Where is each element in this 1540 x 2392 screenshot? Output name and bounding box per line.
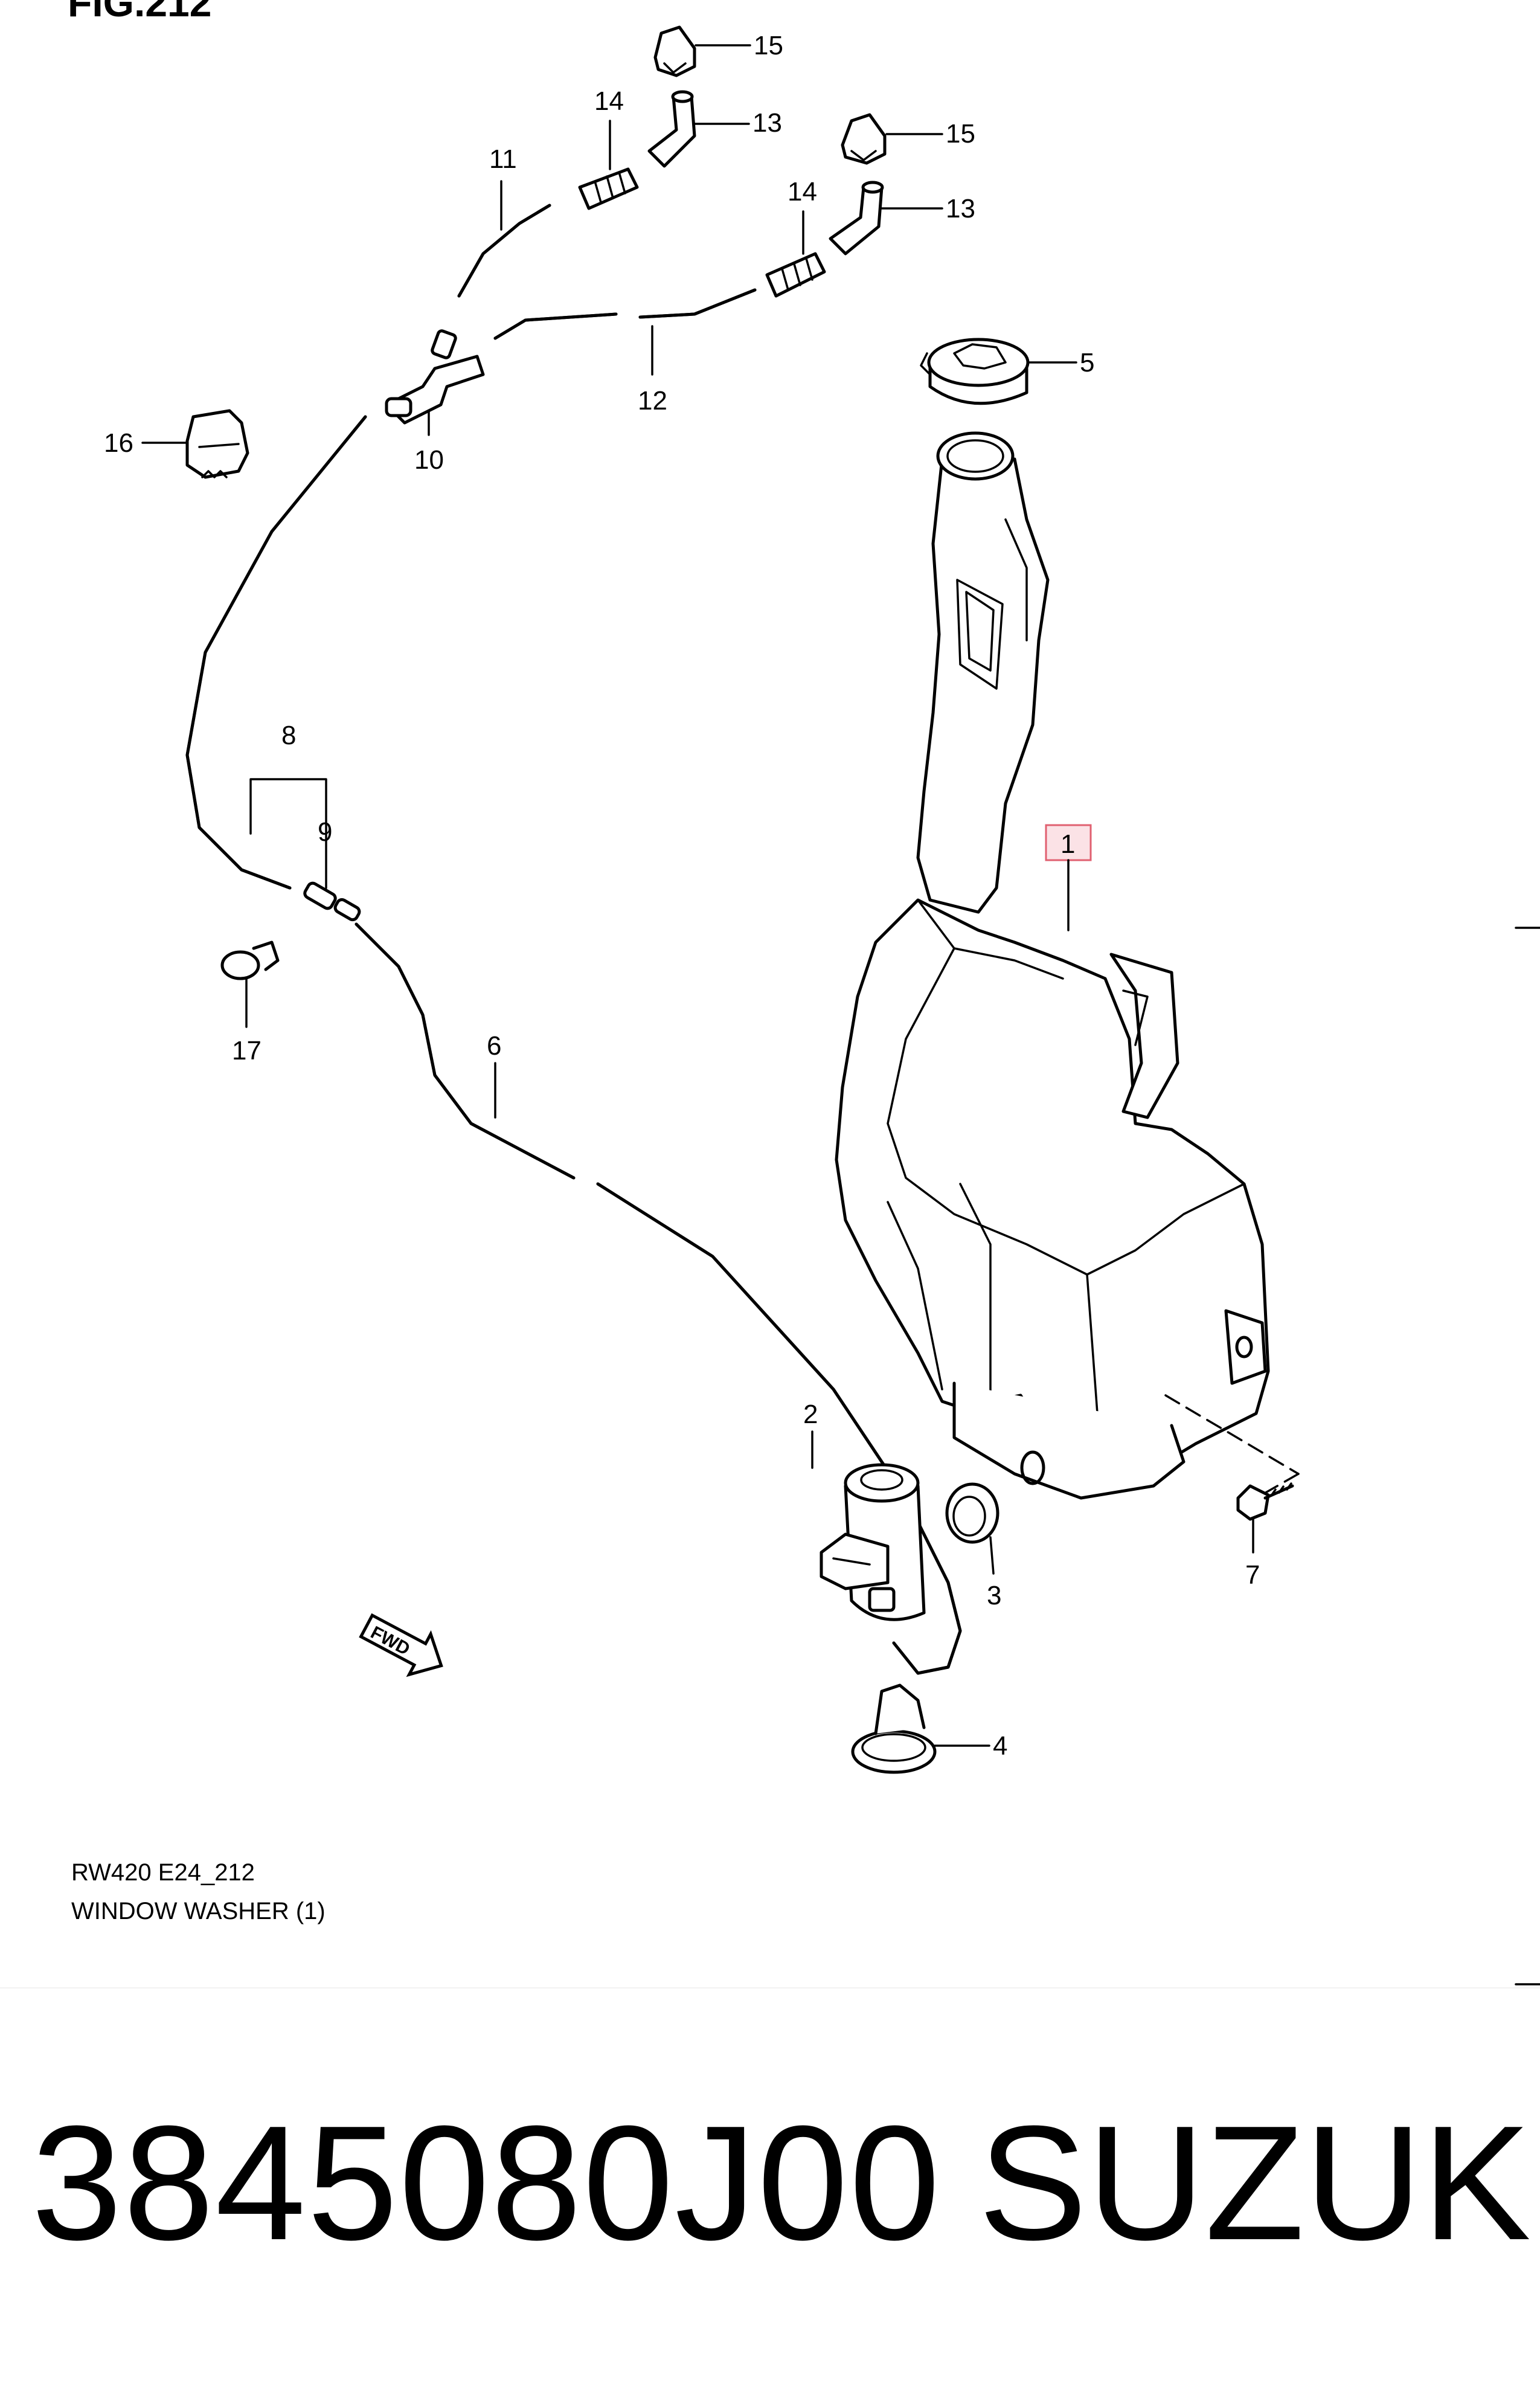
diagram-caption: WINDOW WASHER (1) xyxy=(71,1898,326,1924)
callout-12: 12 xyxy=(638,386,667,416)
nozzle-15-left[interactable] xyxy=(653,25,696,77)
pump-grommet[interactable] xyxy=(945,1482,999,1544)
callout-10: 10 xyxy=(414,445,444,475)
washer-parts-diagram: 1 5 11 12 6 8 9 10 xyxy=(104,25,1540,1985)
hose-6[interactable] xyxy=(355,922,576,1180)
callout-17: 17 xyxy=(232,1036,261,1066)
callout-14b: 14 xyxy=(788,177,817,207)
brand-name: SUZUKI xyxy=(978,2092,1540,2274)
callout-5: 5 xyxy=(1080,348,1094,378)
connector-9[interactable] xyxy=(303,881,361,922)
washer-pump[interactable] xyxy=(820,1463,926,1621)
connector-14-right[interactable] xyxy=(765,252,826,298)
callout-11: 11 xyxy=(489,144,517,174)
callout-9: 9 xyxy=(318,817,332,847)
callout-15a: 15 xyxy=(754,31,783,60)
elbow-13-right[interactable] xyxy=(829,181,884,256)
diagram-code: RW420 E24_212 xyxy=(71,1859,255,1886)
elbow-13-left[interactable] xyxy=(647,90,696,168)
grommet-17[interactable] xyxy=(220,940,280,980)
callout-7: 7 xyxy=(1245,1560,1260,1590)
callout-1-highlight xyxy=(1045,824,1092,861)
callout-2: 2 xyxy=(803,1400,818,1429)
callout-8: 8 xyxy=(281,721,296,750)
callout-15b: 15 xyxy=(946,119,975,149)
hose-11[interactable] xyxy=(457,204,551,298)
callout-13a: 13 xyxy=(752,108,782,138)
callout-16: 16 xyxy=(104,428,133,458)
washer-tank[interactable] xyxy=(835,431,1300,1500)
callout-13b: 13 xyxy=(946,194,975,223)
callout-14a: 14 xyxy=(594,86,624,116)
hose-8[interactable] xyxy=(185,415,367,890)
nozzle-15-right[interactable] xyxy=(841,113,887,165)
callout-3: 3 xyxy=(987,1581,1001,1610)
hose-clamp[interactable] xyxy=(851,1683,937,1774)
callout-4: 4 xyxy=(993,1731,1007,1761)
part-number: 3845080J00 xyxy=(31,2092,942,2274)
mounting-bolt[interactable] xyxy=(1236,1482,1294,1521)
joint-10[interactable] xyxy=(385,329,485,425)
fwd-arrow-icon: FWD xyxy=(359,1613,443,1677)
separator xyxy=(0,1987,1540,1989)
connector-14-left[interactable] xyxy=(578,167,639,210)
figure-title: FIG.212 xyxy=(68,0,212,25)
callout-1: 1 xyxy=(1060,829,1075,859)
callout-6: 6 xyxy=(487,1031,501,1061)
clip-16[interactable] xyxy=(185,409,249,479)
tank-cap[interactable] xyxy=(920,338,1030,405)
